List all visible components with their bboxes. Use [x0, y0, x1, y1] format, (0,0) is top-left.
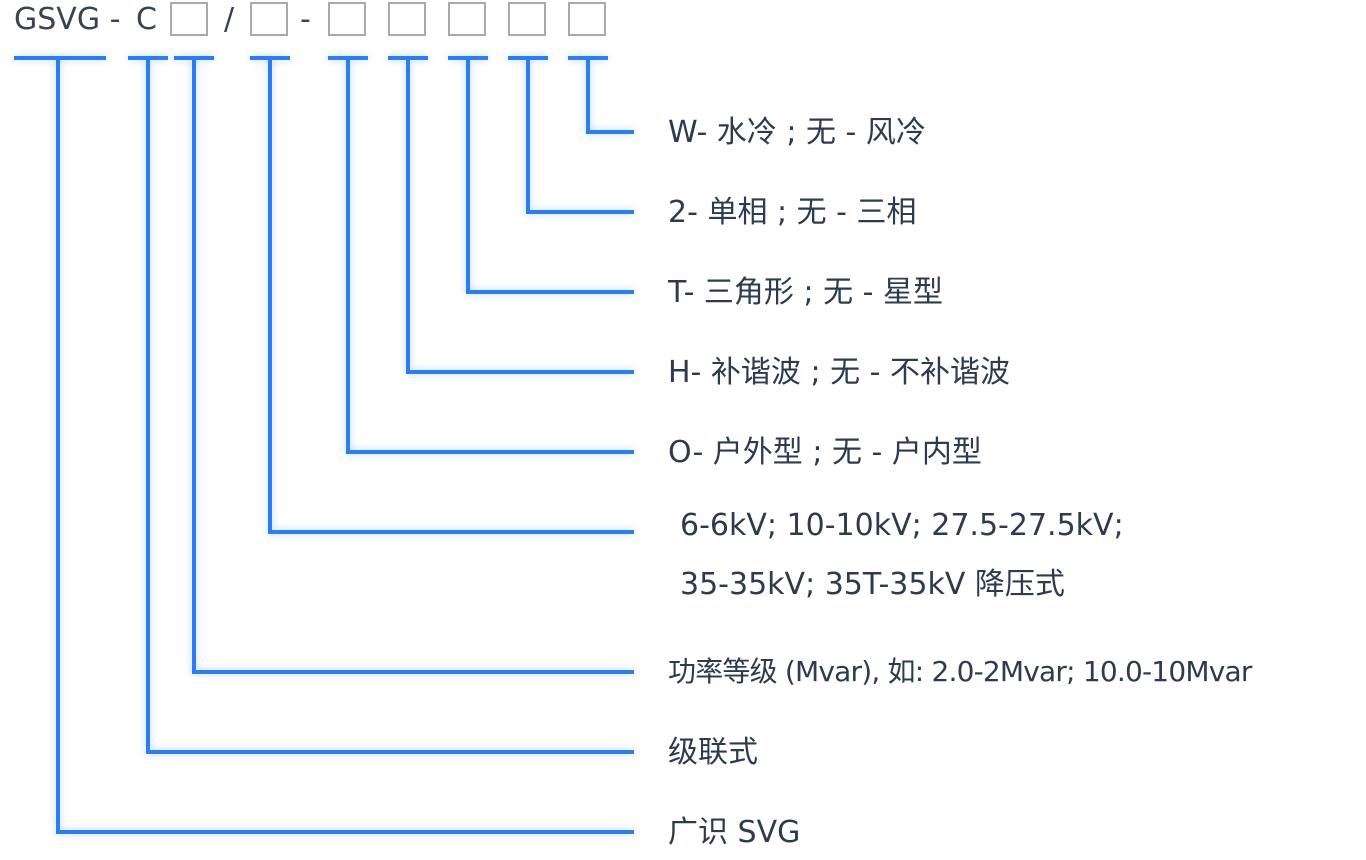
code-box-voltage — [250, 2, 288, 36]
connector-phase — [526, 58, 634, 214]
connector-brand — [56, 58, 634, 834]
label-brand: 广识 SVG — [668, 815, 801, 850]
code-box-connection — [448, 2, 486, 36]
label-installation: O- 户外型 ; 无 - 户内型 — [668, 435, 982, 470]
label-power: 功率等级 (Mvar), 如: 2.0-2Mvar; 10.0-10Mvar — [668, 655, 1252, 688]
code-box-cooling — [568, 2, 606, 36]
code-box-phase — [508, 2, 546, 36]
code-box-installation — [328, 2, 366, 36]
code-cascade-letter: C — [136, 2, 157, 37]
code-dash: - — [300, 2, 311, 37]
label-phase: 2- 单相 ; 无 - 三相 — [668, 195, 917, 230]
code-slash: / — [224, 2, 235, 37]
connector-voltage — [268, 58, 634, 534]
connector-cascade — [146, 58, 634, 754]
code-prefix: GSVG - — [14, 2, 121, 37]
connector-connection — [466, 58, 634, 294]
label-cooling: W- 水冷 ; 无 - 风冷 — [668, 115, 926, 150]
label-harmonic: H- 补谐波 ; 无 - 不补谐波 — [668, 355, 1010, 390]
connector-cooling — [586, 58, 634, 134]
connector-installation — [346, 58, 634, 454]
label-voltage-line1: 6-6kV; 10-10kV; 27.5-27.5kV; — [680, 508, 1124, 543]
label-cascade: 级联式 — [668, 735, 758, 770]
label-voltage-line2: 35-35kV; 35T-35kV 降压式 — [680, 567, 1065, 602]
code-box-power — [170, 2, 208, 36]
connector-power — [192, 58, 634, 674]
label-connection: T- 三角形 ; 无 - 星型 — [668, 275, 944, 310]
connector-harmonic — [406, 58, 634, 374]
code-box-harmonic — [388, 2, 426, 36]
